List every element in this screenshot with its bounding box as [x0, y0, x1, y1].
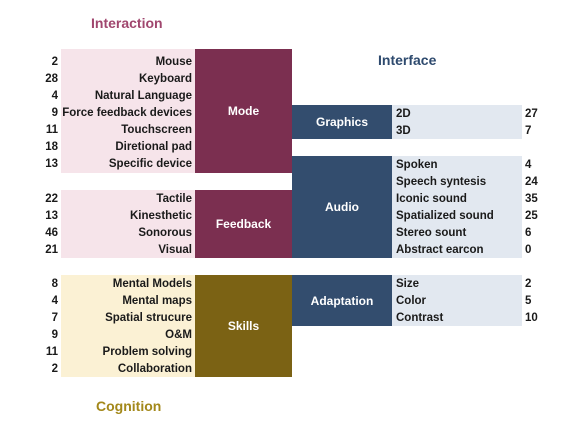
mode-count: 9 — [51, 107, 58, 119]
adaptation-items-background — [392, 275, 522, 326]
adaptation-count: 5 — [525, 295, 532, 307]
feedback-block: Feedback — [195, 190, 292, 258]
mode-count: 4 — [51, 90, 58, 102]
mode-item-label: Touchscreen — [121, 124, 192, 136]
mode-item-label: Mouse — [155, 56, 192, 68]
skills-label: Skills — [227, 319, 260, 333]
mode-count: 2 — [51, 56, 58, 68]
skills-count: 2 — [51, 363, 58, 375]
audio-count: 35 — [525, 193, 538, 205]
graphics-item-label: 3D — [396, 125, 411, 137]
feedback-count: 21 — [45, 244, 58, 256]
audio-count: 25 — [525, 210, 538, 222]
adaptation-count: 2 — [525, 278, 532, 290]
audio-item-label: Stereo sount — [396, 227, 467, 239]
skills-count: 8 — [51, 278, 58, 290]
feedback-label: Feedback — [215, 217, 272, 231]
skills-count: 4 — [51, 295, 58, 307]
audio-count: 0 — [525, 244, 532, 256]
graphics-count: 7 — [525, 125, 532, 137]
adaptation-count: 10 — [525, 312, 538, 324]
feedback-item-label: Tactile — [156, 193, 192, 205]
audio-count: 4 — [525, 159, 532, 171]
skills-item-label: Problem solving — [102, 346, 192, 358]
audio-count: 24 — [525, 176, 538, 188]
graphics-label: Graphics — [315, 115, 369, 129]
interaction-title: Interaction — [91, 15, 163, 31]
audio-count: 6 — [525, 227, 532, 239]
audio-item-label: Abstract earcon — [396, 244, 484, 256]
adaptation-item-label: Color — [396, 295, 427, 307]
feedback-item-label: Sonorous — [138, 227, 192, 239]
adaptation-label: Adaptation — [310, 293, 374, 308]
graphics-item-label: 2D — [396, 108, 411, 120]
cognition-title: Cognition — [96, 398, 162, 414]
feedback-count: 22 — [45, 193, 58, 205]
skills-item-label: Mental maps — [122, 295, 192, 307]
skills-item-label: O&M — [165, 329, 192, 341]
audio-items-background — [392, 156, 522, 258]
skills-count: 11 — [45, 346, 58, 358]
audio-item-label: Speech syntesis — [396, 176, 487, 188]
mode-label: Mode — [227, 104, 260, 118]
mode-items-background — [61, 49, 195, 173]
skills-block: Skills — [195, 275, 292, 377]
feedback-count: 46 — [45, 227, 58, 239]
audio-label: Audio — [325, 200, 359, 214]
feedback-item-label: Visual — [158, 244, 192, 256]
interface-title: Interface — [378, 52, 437, 68]
graphics-block: Graphics — [292, 105, 392, 139]
skills-item-label: Collaboration — [117, 363, 192, 375]
mode-item-label: Force feedback devices — [62, 107, 192, 119]
mode-count: 18 — [45, 141, 58, 153]
adaptation-item-label: Size — [396, 278, 420, 290]
audio-item-label: Iconic sound — [396, 193, 467, 205]
mode-count: 28 — [45, 73, 58, 85]
skills-count: 9 — [51, 329, 58, 341]
feedback-item-label: Kinesthetic — [130, 210, 192, 222]
skills-item-label: Spatial strucure — [105, 312, 192, 324]
mode-item-label: Diretional pad — [115, 141, 192, 153]
graphics-count: 27 — [525, 108, 538, 120]
mode-item-label: Keyboard — [138, 73, 192, 85]
mode-item-label: Specific device — [108, 158, 192, 170]
mode-block: Mode — [195, 49, 292, 173]
skills-count: 7 — [51, 312, 58, 324]
audio-block: Audio — [292, 156, 392, 258]
feedback-items-background — [61, 190, 195, 258]
mode-count: 13 — [45, 158, 58, 170]
mode-item-label: Natural Language — [94, 90, 192, 102]
adaptation-block: Adaptation — [292, 275, 392, 326]
feedback-count: 13 — [45, 210, 58, 222]
audio-item-label: Spatialized sound — [396, 210, 494, 222]
adaptation-item-label: Contrast — [396, 312, 444, 324]
skills-items-background — [61, 275, 195, 377]
skills-item-label: Mental Models — [112, 278, 192, 290]
graphics-items-background — [392, 105, 522, 139]
mode-count: 11 — [45, 124, 58, 136]
audio-item-label: Spoken — [396, 159, 438, 171]
